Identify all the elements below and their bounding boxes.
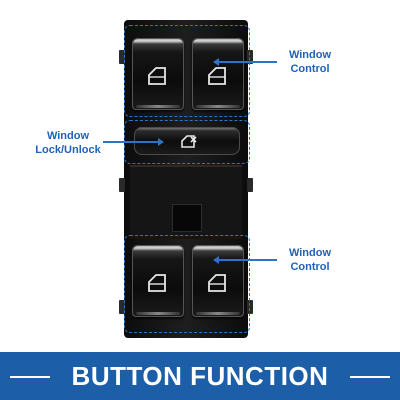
side-clip xyxy=(119,178,125,192)
callout-line-1: Window xyxy=(46,130,90,142)
callout-line-2: Control xyxy=(290,261,330,273)
side-clip xyxy=(247,300,253,314)
window-lock-icon xyxy=(181,135,197,148)
callout-window-control-bottom: Window Control xyxy=(280,246,340,274)
footer-banner: BUTTON FUNCTION xyxy=(0,352,400,400)
window-control-highlight-top xyxy=(124,25,250,117)
side-clip xyxy=(119,300,125,314)
window-icon xyxy=(208,274,226,292)
callout-arrow xyxy=(213,256,219,264)
callout-line-1: Window xyxy=(288,247,332,259)
callout-window-lock: Window Lock/Unlock xyxy=(28,129,108,157)
callout-leader-line xyxy=(103,141,158,143)
callout-arrow xyxy=(213,58,219,66)
window-icon xyxy=(148,67,166,85)
window-button-front-left xyxy=(132,38,184,110)
window-button-front-right xyxy=(192,38,244,110)
housing-notch xyxy=(172,204,202,232)
side-clip xyxy=(119,50,125,64)
callout-line-1: Window xyxy=(288,49,332,61)
callout-line-2: Lock/Unlock xyxy=(35,144,101,156)
callout-line-2: Control xyxy=(290,63,330,75)
window-icon xyxy=(148,274,166,292)
window-button-rear-left xyxy=(132,245,184,317)
callout-arrow xyxy=(158,138,164,146)
banner-rule-left xyxy=(10,376,50,378)
side-clip xyxy=(247,178,253,192)
window-icon xyxy=(208,67,226,85)
callout-leader-line xyxy=(217,259,277,261)
callout-window-control-top: Window Control xyxy=(280,48,340,76)
banner-rule-right xyxy=(350,376,390,378)
banner-title: BUTTON FUNCTION xyxy=(71,361,329,391)
callout-leader-line xyxy=(217,61,277,63)
window-control-highlight-bottom xyxy=(124,235,250,333)
side-clip xyxy=(247,50,253,64)
